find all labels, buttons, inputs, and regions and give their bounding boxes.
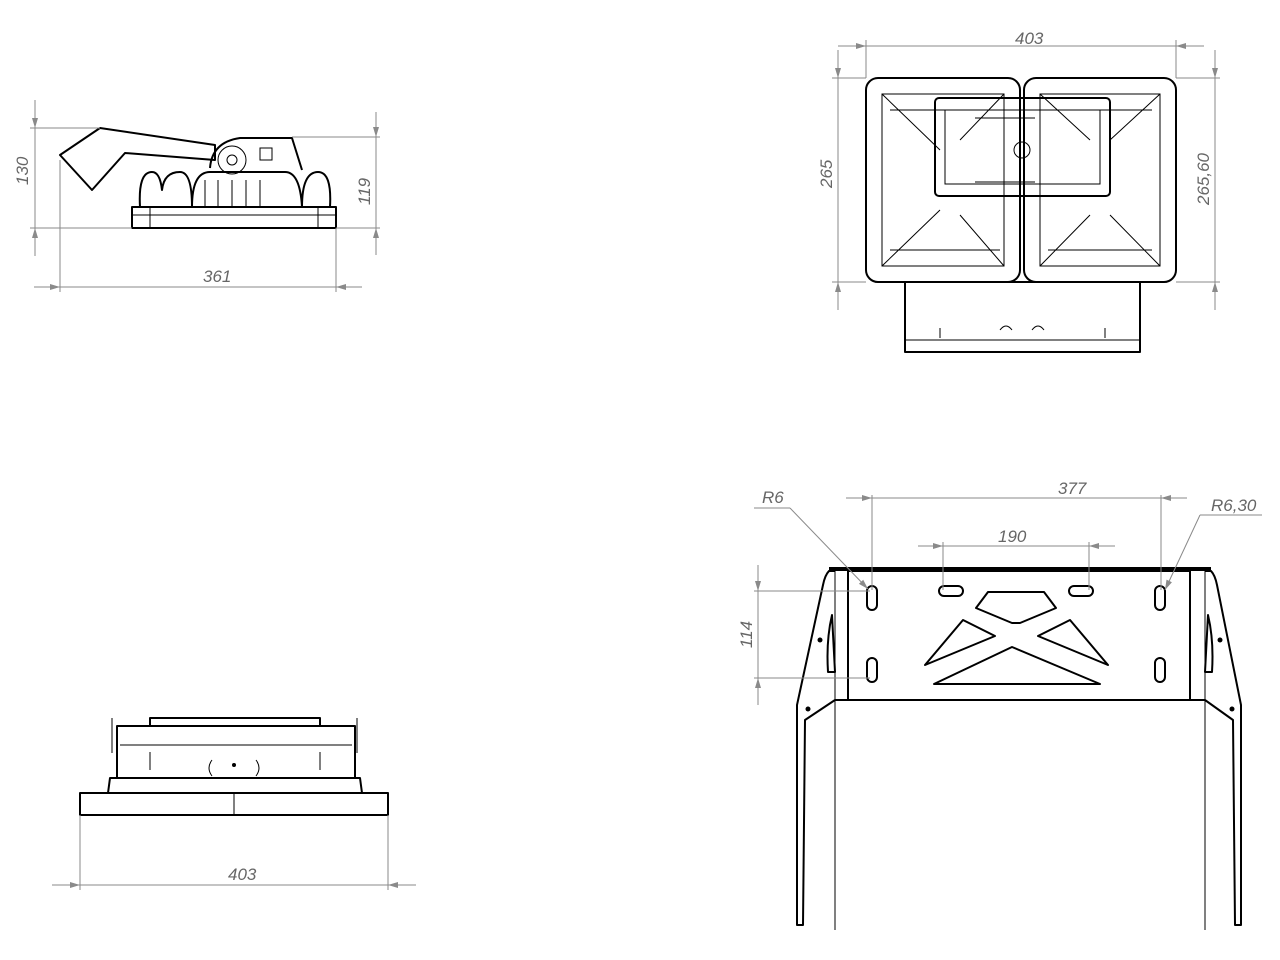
dim-depth-left: 265 — [817, 159, 836, 189]
driver-housing — [209, 137, 303, 171]
heatsink-fins — [138, 171, 332, 208]
front-view: 403 — [52, 717, 416, 890]
bracket-right-wing — [1204, 570, 1242, 926]
bracket-plate — [847, 570, 1191, 701]
driver-housing-front — [116, 725, 356, 779]
dim-hole-span-inner: 190 — [998, 527, 1027, 546]
dim-height-body: 119 — [355, 177, 374, 205]
bracket-left-wing — [796, 570, 836, 926]
driver-box — [934, 97, 1111, 197]
left-module — [865, 77, 1021, 283]
dim-hole-span-outer: 377 — [1058, 479, 1087, 498]
mounting-bracket — [904, 281, 1141, 353]
dim-height-total: 130 — [13, 156, 32, 185]
radius-right-label: R6,30 — [1211, 496, 1257, 515]
dim-width: 403 — [1015, 29, 1044, 48]
base-frame — [131, 206, 337, 229]
dim-length: 361 — [203, 267, 231, 286]
mounting-arm — [59, 127, 216, 191]
radius-left-label: R6 — [762, 488, 784, 507]
dim-front-width: 403 — [228, 865, 257, 884]
top-view: 403 265 265,60 — [817, 29, 1220, 353]
side-view: 130 119 361 — [13, 100, 380, 292]
dim-hole-vertical: 114 — [737, 621, 756, 648]
bracket-view: 377 190 114 R6 R6,30 — [737, 479, 1262, 930]
dim-depth-right: 265,60 — [1194, 152, 1213, 206]
